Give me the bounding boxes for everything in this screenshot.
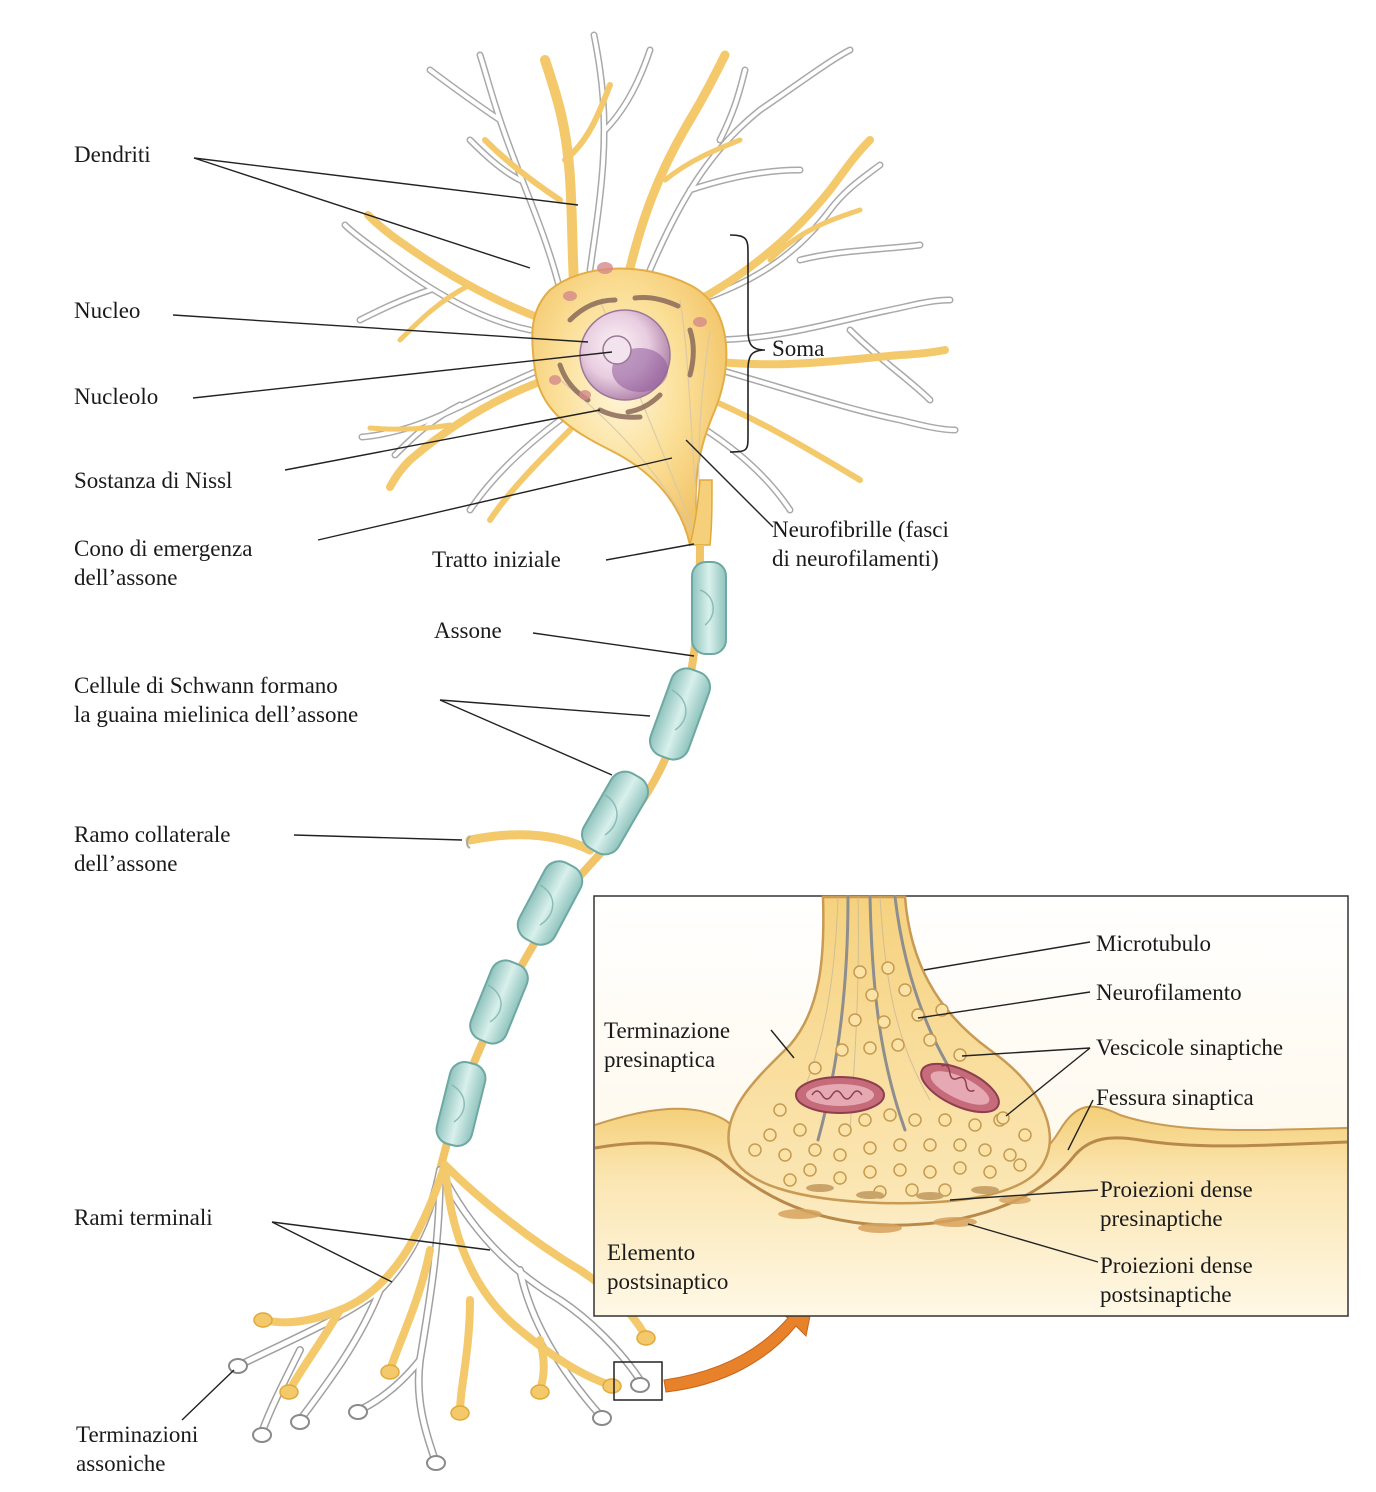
label-soma: Soma <box>772 336 825 361</box>
label-nucleo: Nucleo <box>74 298 141 323</box>
postsynaptic-element <box>595 1106 1347 1315</box>
label-line: presinaptica <box>604 1047 716 1072</box>
synapse-inset <box>593 895 1349 1317</box>
mitochondria <box>795 1062 1000 1114</box>
nissl-dot <box>597 262 613 274</box>
label-proiezioni-presinaptiche: Proiezioni dense presinaptiche <box>1100 1175 1253 1233</box>
label-line: Cono di emergenza <box>74 536 253 561</box>
label-line: Cellule di Schwann formano <box>74 673 338 698</box>
schwann-cell <box>648 667 712 761</box>
terminal-branches-grey-inner <box>237 1167 643 1463</box>
label-line: dell’assone <box>74 851 178 876</box>
label-line: Terminazione <box>604 1018 731 1043</box>
label-assone: Assone <box>434 618 502 643</box>
label-neurofilamento: Neurofilamento <box>1096 980 1242 1005</box>
label-nucleolo: Nucleolo <box>74 384 159 409</box>
nucleolus <box>602 335 632 365</box>
label-line: Proiezioni dense <box>1100 1253 1253 1278</box>
label-line: la guaina mielinica dell’assone <box>74 702 359 727</box>
label-terminazioni-assoniche: Terminazioni assoniche <box>76 1420 198 1478</box>
dendrites-grey-inner <box>343 33 957 512</box>
myelin-sheath <box>435 561 727 1147</box>
magnify-box <box>613 1361 663 1401</box>
label-line: postsinaptiche <box>1100 1282 1232 1307</box>
axon-hillock <box>689 479 713 546</box>
schwann-cell <box>691 561 727 655</box>
leader-lines <box>172 157 1099 1421</box>
label-line: Elemento <box>607 1240 696 1265</box>
presynaptic-densities <box>806 1184 999 1200</box>
label-cellule-schwann: Cellule di Schwann formano la guaina mie… <box>74 671 358 729</box>
soma-bracket <box>729 234 766 453</box>
label-sostanza-nissl: Sostanza di Nissl <box>74 468 233 493</box>
schwann-cell <box>469 959 529 1045</box>
label-dendriti: Dendriti <box>74 142 151 167</box>
synaptic-vesicles <box>748 961 1032 1199</box>
label-line: dell’assone <box>74 565 178 590</box>
label-microtubulo: Microtubulo <box>1096 931 1211 956</box>
postsynaptic-densities <box>778 1196 1031 1233</box>
label-line: Neurofibrille (fasci <box>772 517 949 542</box>
schwann-cell <box>435 1061 487 1147</box>
label-vescicole-sinaptiche: Vescicole sinaptiche <box>1096 1035 1284 1060</box>
label-line: Ramo collaterale <box>74 822 231 847</box>
label-tratto-iniziale: Tratto iniziale <box>432 547 561 572</box>
label-rami-terminali: Rami terminali <box>74 1205 213 1230</box>
label-neurofibrille: Neurofibrille (fasci di neurofilamenti) <box>772 515 949 573</box>
label-line: postsinaptico <box>607 1269 729 1294</box>
label-line: assoniche <box>76 1451 166 1476</box>
label-ramo-collaterale: Ramo collaterale dell’assone <box>74 820 230 878</box>
label-line: di neurofilamenti) <box>772 546 939 571</box>
axon-collateral <box>465 830 595 855</box>
label-line: Proiezioni dense <box>1100 1177 1253 1202</box>
label-terminazione-presinaptica: Terminazione presinaptica <box>604 1016 730 1074</box>
label-cono-emergenza: Cono di emergenza dell’assone <box>74 534 252 592</box>
terminal-boutons <box>228 1358 650 1471</box>
schwann-cell <box>581 770 649 856</box>
dendrites-yellow <box>364 50 949 523</box>
label-line: presinaptiche <box>1100 1206 1223 1231</box>
label-proiezioni-postsinaptiche: Proiezioni dense postsinaptiche <box>1100 1251 1253 1309</box>
label-elemento-postsinaptico: Elemento postsinaptico <box>607 1238 728 1296</box>
label-line: Terminazioni <box>76 1422 199 1447</box>
schwann-cell <box>516 860 584 946</box>
label-fessura-sinaptica: Fessura sinaptica <box>1096 1085 1254 1110</box>
